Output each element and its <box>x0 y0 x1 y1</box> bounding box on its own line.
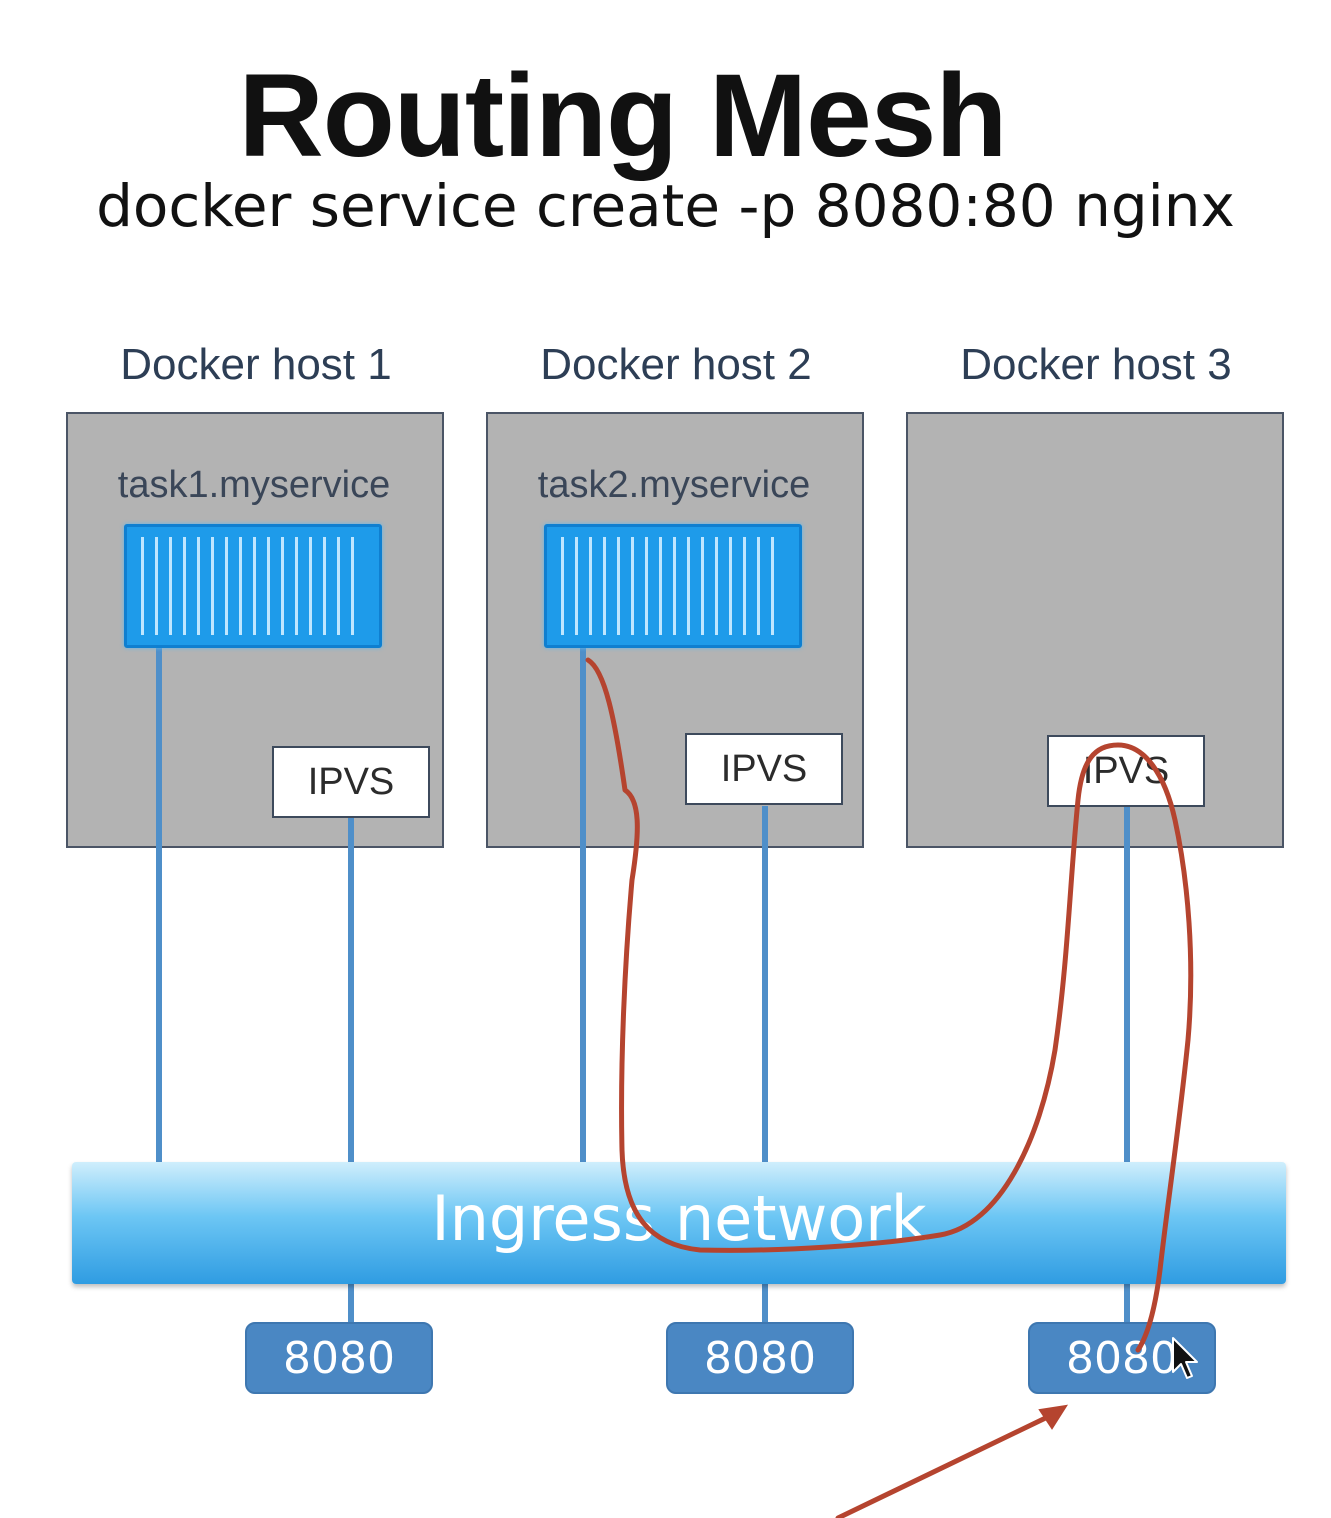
link-ingress-port-1 <box>348 1282 354 1324</box>
link-task1-inner <box>156 648 162 848</box>
command-subtitle: docker service create -p 8080:80 nginx <box>96 172 1235 240</box>
host-label-2: Docker host 2 <box>540 340 812 389</box>
link-ipvs3-ingress <box>1124 806 1130 1164</box>
task-label-1: task1.myservice <box>117 464 391 506</box>
container-icon <box>124 524 382 648</box>
annotation-routing-path <box>585 657 1194 1353</box>
ipvs-box-3: IPVS <box>1047 735 1205 807</box>
mouse-cursor-icon <box>1172 1337 1198 1379</box>
slide-title: Routing Mesh <box>238 50 1007 182</box>
task-label-2: task2.myservice <box>537 464 811 506</box>
link-task1-ingress <box>156 648 162 1164</box>
port-badge-1: 8080 <box>245 1322 433 1394</box>
host-label-3: Docker host 3 <box>960 340 1232 389</box>
link-ingress-port-3 <box>1124 1282 1130 1324</box>
link-task2-inner <box>580 648 586 848</box>
link-ingress-port-2 <box>762 1282 768 1324</box>
host-label-1: Docker host 1 <box>120 340 392 389</box>
link-ipvs2-inner <box>762 806 768 848</box>
port-badge-2: 8080 <box>666 1322 854 1394</box>
link-ipvs2-ingress <box>762 806 768 1164</box>
ipvs-box-2: IPVS <box>685 733 843 805</box>
ipvs-box-1: IPVS <box>272 746 430 818</box>
ingress-network-label: Ingress network <box>431 1182 927 1255</box>
annotation-arrow-line <box>835 1409 1061 1518</box>
link-ipvs1-inner <box>348 818 354 848</box>
link-ipvs1-ingress <box>348 818 354 1164</box>
ingress-network: Ingress network <box>72 1162 1286 1284</box>
container-icon <box>544 524 802 648</box>
link-ipvs3-inner <box>1124 806 1130 848</box>
annotation-arrow-head <box>1038 1404 1069 1430</box>
link-task2-ingress <box>580 648 586 1164</box>
